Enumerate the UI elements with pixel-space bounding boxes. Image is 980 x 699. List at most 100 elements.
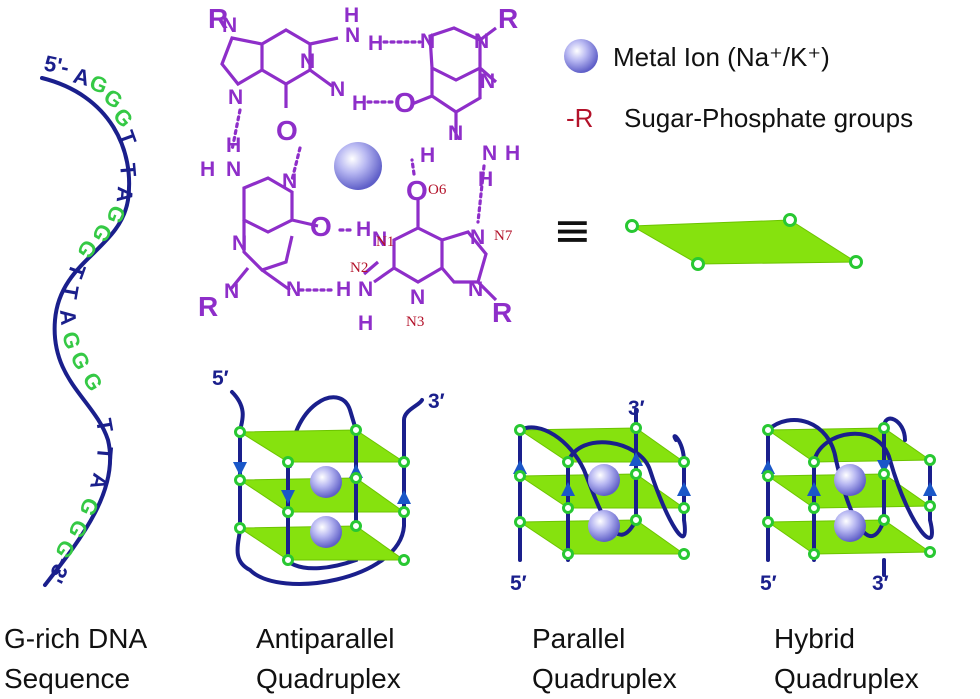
anti-3prime: 3′ bbox=[428, 390, 445, 413]
legend-ion-icon bbox=[564, 39, 598, 73]
guanine-top-left: N R N N N N H H H O bbox=[208, 3, 383, 146]
legend-metal-ion: Metal Ion (Na⁺/K⁺) bbox=[613, 42, 830, 72]
seq-letter: A bbox=[55, 308, 81, 326]
seq-letter: A bbox=[85, 471, 113, 493]
atom-h: H bbox=[356, 218, 371, 241]
atom-n: N bbox=[330, 78, 345, 101]
para-plane-1 bbox=[518, 427, 686, 463]
guanine-top-right: N N R N N N H H H O bbox=[394, 3, 520, 191]
atom-h: H bbox=[344, 4, 359, 27]
seq-letter: T bbox=[92, 446, 118, 462]
atom-n: N bbox=[224, 280, 239, 303]
label-n7: N7 bbox=[494, 228, 513, 244]
seq-letter: A bbox=[71, 63, 93, 91]
seq-letter: G bbox=[57, 329, 86, 352]
atom-n: N bbox=[468, 278, 483, 301]
equivalence-sign: ≡ bbox=[553, 203, 592, 257]
atom-n: N bbox=[474, 30, 489, 53]
seq-letter: T bbox=[63, 260, 91, 282]
dna-strand: 5'- A G G G T T A G G G T T A G G G T T … bbox=[40, 50, 142, 587]
svg-text:5'-: 5'- bbox=[42, 50, 71, 80]
label-n3: N3 bbox=[406, 314, 424, 330]
atom-n: N bbox=[480, 70, 495, 93]
atom-h: H bbox=[505, 142, 520, 165]
seq-letter: G bbox=[65, 348, 95, 374]
atom-n: N bbox=[222, 14, 237, 37]
atom-n: N bbox=[358, 278, 373, 301]
equivalence-group: ≡ bbox=[553, 203, 863, 271]
dna-sequence-letters: A G G G T T A G G G T T A G G G T T A G … bbox=[50, 63, 142, 564]
guanine-bottom-left: H N H N N N N R O H bbox=[198, 134, 371, 322]
para-nodes bbox=[514, 422, 690, 560]
caption-anti-line1: Antiparallel bbox=[256, 623, 395, 654]
guanine-bottom-right: O N N N N R N H H N1 N2 N3 N7 O6 bbox=[336, 175, 513, 335]
atom-n: N bbox=[228, 86, 243, 109]
caption-seq-line1: G-rich DNA bbox=[4, 623, 147, 654]
atom-h: H bbox=[336, 278, 351, 301]
caption-para-line2: Quadruplex bbox=[532, 663, 677, 694]
atom-n: N bbox=[470, 226, 485, 249]
anti-plane-1 bbox=[238, 429, 406, 463]
caption-seq-line2: Sequence bbox=[4, 663, 130, 694]
atom-h: H bbox=[358, 312, 373, 335]
atom-o: O bbox=[406, 175, 428, 206]
tetrad-metal-ion bbox=[334, 142, 382, 190]
atom-r: R bbox=[498, 3, 518, 34]
seq-letter: G bbox=[63, 516, 93, 543]
seq-letter: T bbox=[115, 162, 141, 178]
atom-h: H bbox=[200, 158, 215, 181]
dna-5prime-label: 5'- bbox=[42, 50, 71, 80]
tetrad-plane bbox=[630, 219, 858, 265]
atom-h: H bbox=[368, 32, 383, 55]
antiparallel-quadruplex: 5′ 3′ bbox=[212, 367, 445, 586]
hybrid-quadruplex: 5′ 3′ bbox=[760, 416, 937, 595]
atom-n: N bbox=[420, 30, 435, 53]
atom-n: N bbox=[372, 228, 387, 251]
atom-h: H bbox=[420, 144, 435, 167]
caption-hybrid-line1: Hybrid bbox=[774, 623, 855, 654]
label-o6: O6 bbox=[428, 182, 447, 198]
legend: Metal Ion (Na⁺/K⁺) -R Sugar-Phosphate gr… bbox=[564, 39, 913, 133]
atom-r: R bbox=[198, 291, 218, 322]
caption-hybrid-line2: Quadruplex bbox=[774, 663, 919, 694]
plane-node bbox=[691, 257, 705, 271]
atom-o: O bbox=[310, 211, 332, 242]
caption-para-line1: Parallel bbox=[532, 623, 625, 654]
anti-nodes bbox=[234, 424, 410, 566]
g-tetrad-structure: N R N N N N H H H O N N R N N N H H H O bbox=[198, 3, 520, 335]
hydrogen-bonds bbox=[230, 40, 486, 292]
atom-n: N bbox=[286, 278, 301, 301]
seq-letter: T bbox=[57, 283, 84, 301]
seq-letter: G bbox=[74, 494, 104, 520]
anti-5prime: 5′ bbox=[212, 367, 229, 390]
parallel-quadruplex: 3′ 5′ bbox=[510, 397, 691, 595]
hybrid-nodes bbox=[762, 422, 936, 560]
captions: G-rich DNA Sequence Antiparallel Quadrup… bbox=[4, 623, 919, 694]
atom-r: R bbox=[492, 297, 512, 328]
atom-n: N bbox=[282, 170, 297, 193]
caption-anti-line2: Quadruplex bbox=[256, 663, 401, 694]
atom-o: O bbox=[276, 115, 298, 146]
para-5prime: 5′ bbox=[510, 572, 527, 595]
seq-letter: G bbox=[78, 368, 108, 395]
label-n2: N2 bbox=[350, 260, 368, 276]
atom-n: N bbox=[226, 158, 241, 181]
legend-r-symbol: -R bbox=[566, 103, 593, 133]
atom-n: N bbox=[448, 122, 463, 145]
hybrid-3prime: 3′ bbox=[872, 572, 889, 595]
atom-n: N bbox=[300, 50, 315, 73]
plane-node bbox=[849, 255, 863, 269]
legend-r-text: Sugar-Phosphate groups bbox=[624, 103, 913, 133]
atom-h: H bbox=[352, 92, 367, 115]
atom-n: N bbox=[345, 24, 360, 47]
dna-backbone bbox=[40, 76, 132, 587]
plane-node bbox=[625, 219, 639, 233]
atom-o: O bbox=[394, 87, 416, 118]
atom-r: R bbox=[208, 3, 228, 34]
label-n1: N1 bbox=[376, 234, 394, 250]
atom-n: N bbox=[482, 142, 497, 165]
seq-letter: A bbox=[112, 186, 138, 204]
atom-n: N bbox=[232, 232, 247, 255]
